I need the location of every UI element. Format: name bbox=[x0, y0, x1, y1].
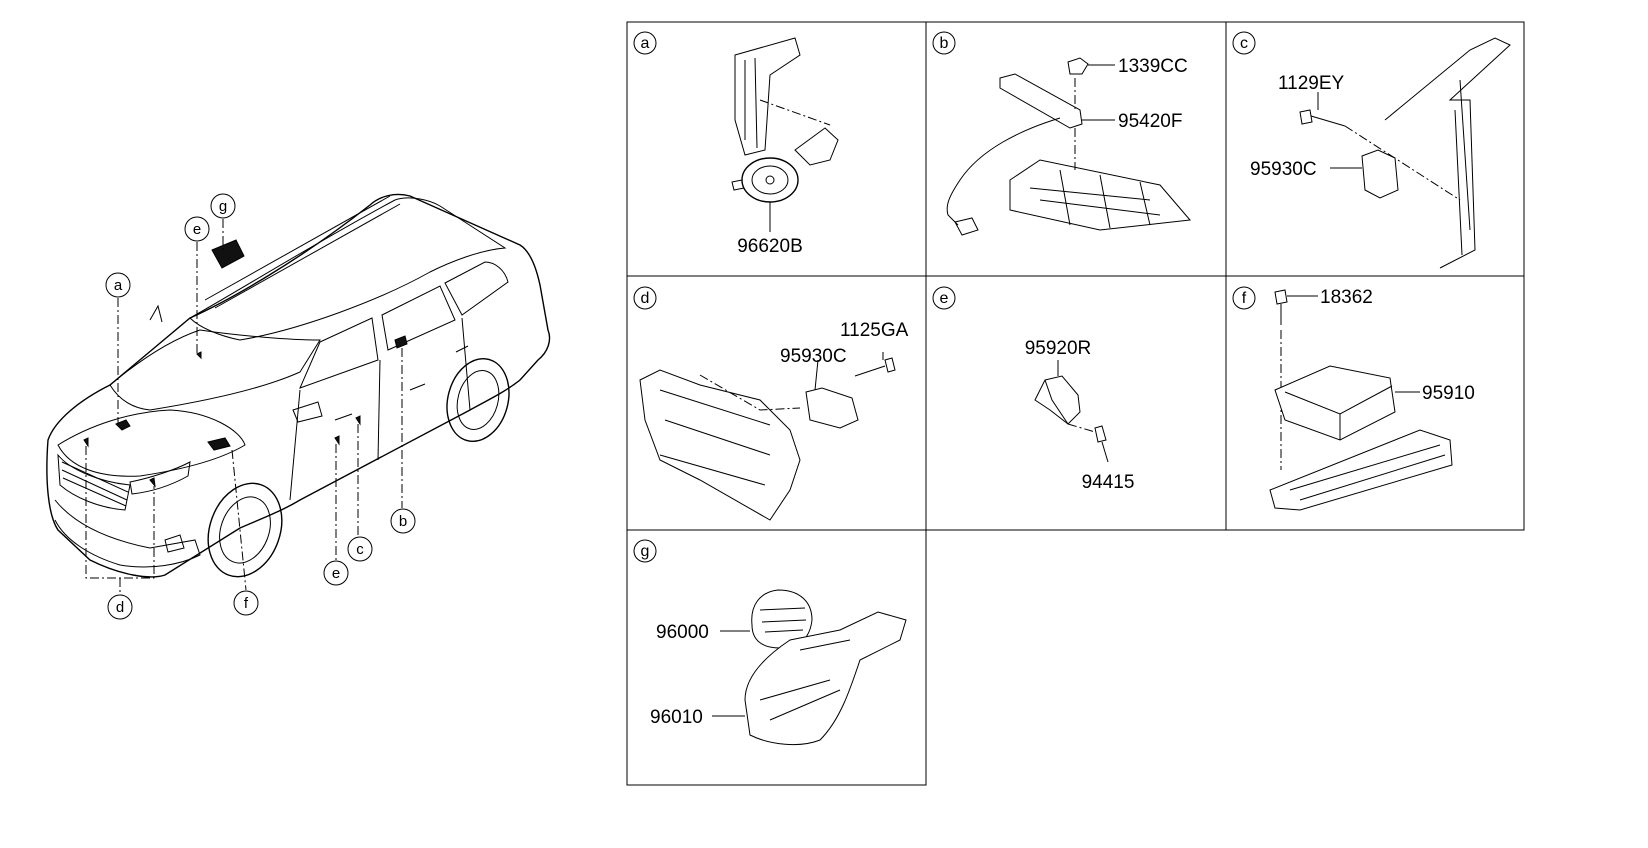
panel-f-letter: f bbox=[1242, 290, 1247, 307]
part-95420F: 95420F bbox=[1118, 111, 1182, 132]
part-95930C-d: 95930C bbox=[780, 346, 847, 367]
part-1129EY: 1129EY bbox=[1278, 73, 1345, 94]
callout-g: g bbox=[219, 198, 227, 215]
panel-a: a 96620B bbox=[633, 31, 839, 257]
part-96620B: 96620B bbox=[737, 236, 803, 257]
callout-e-top: e bbox=[193, 221, 201, 238]
callout-b: b bbox=[399, 513, 407, 530]
panel-g: g 96000 96010 bbox=[633, 539, 907, 745]
callout-a: a bbox=[114, 277, 123, 294]
part-95920R: 95920R bbox=[1025, 338, 1092, 359]
part-1125GA: 1125GA bbox=[840, 320, 909, 341]
smart-key-holder-drawing bbox=[712, 589, 907, 745]
callout-e-bottom: e bbox=[332, 565, 340, 582]
panel-g-letter: g bbox=[641, 543, 650, 560]
callout-c: c bbox=[356, 541, 364, 558]
panel-f: f 18362 95910 bbox=[1232, 286, 1475, 511]
part-94415: 94415 bbox=[1082, 472, 1135, 493]
part-95930C-c: 95930C bbox=[1250, 159, 1317, 180]
callout-f: f bbox=[244, 595, 249, 612]
part-1339CC: 1339CC bbox=[1118, 56, 1188, 77]
callout-d: d bbox=[116, 599, 124, 616]
part-96010: 96010 bbox=[650, 707, 703, 728]
front-sensor-drawing bbox=[639, 352, 896, 521]
antenna-module-drawing bbox=[946, 57, 1191, 236]
panel-d-letter: d bbox=[641, 290, 650, 307]
panel-d: d 1125GA 95930C bbox=[633, 286, 909, 521]
panel-e-letter: e bbox=[940, 290, 949, 307]
panel-e: e 95920R 94415 bbox=[932, 286, 1135, 493]
panel-c-letter: c bbox=[1240, 35, 1248, 52]
part-95910: 95910 bbox=[1422, 383, 1475, 404]
vehicle-overview: a e g d f e c b bbox=[46, 193, 551, 620]
impact-sensor-drawing bbox=[1034, 360, 1109, 463]
panel-b-letter: b bbox=[940, 35, 949, 52]
panel-a-letter: a bbox=[641, 35, 650, 52]
part-18362: 18362 bbox=[1320, 287, 1373, 308]
panel-b: b 1339CC 95420F bbox=[932, 31, 1191, 236]
panel-grid bbox=[626, 21, 1525, 786]
panel-c: c 1129EY 95930C bbox=[1232, 31, 1511, 269]
side-sensor-drawing bbox=[1299, 37, 1511, 269]
horn-bracket-drawing bbox=[731, 37, 839, 232]
part-96000: 96000 bbox=[656, 622, 709, 643]
airbag-control-unit-drawing bbox=[1269, 289, 1453, 511]
